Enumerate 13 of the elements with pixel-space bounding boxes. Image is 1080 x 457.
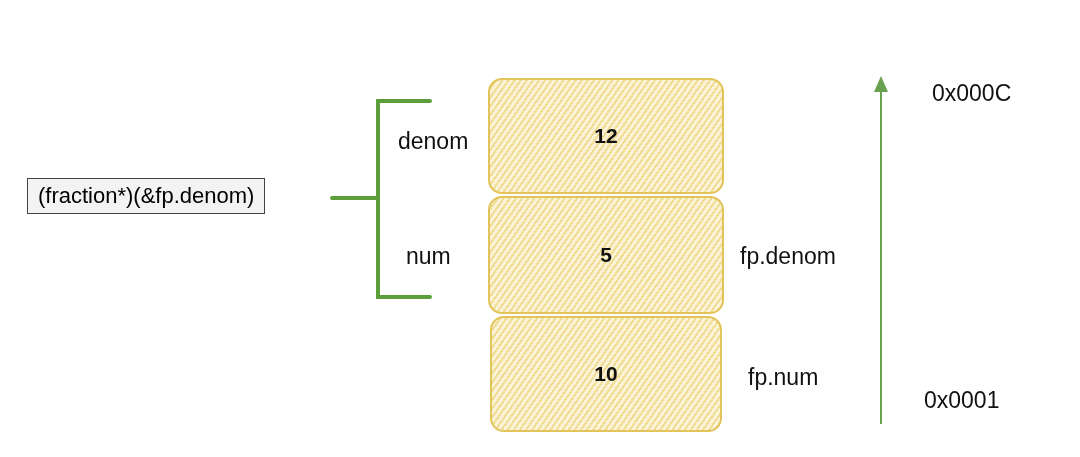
memory-cell xyxy=(488,78,724,194)
text-label: denom xyxy=(398,128,469,155)
text-label: 0x0001 xyxy=(924,387,1000,414)
expression-box: (fraction*)(&fp.denom) xyxy=(27,178,266,214)
cell-value: 10 xyxy=(594,362,618,386)
text-label: 0x000C xyxy=(932,80,1012,107)
text-label: fp.denom xyxy=(740,243,836,270)
memory-cell xyxy=(490,316,722,432)
memory-cell xyxy=(488,196,724,314)
text-label: num xyxy=(406,243,451,270)
cell-value: 12 xyxy=(594,124,618,148)
cell-value: 5 xyxy=(600,243,612,267)
text-label: fp.num xyxy=(748,364,819,391)
